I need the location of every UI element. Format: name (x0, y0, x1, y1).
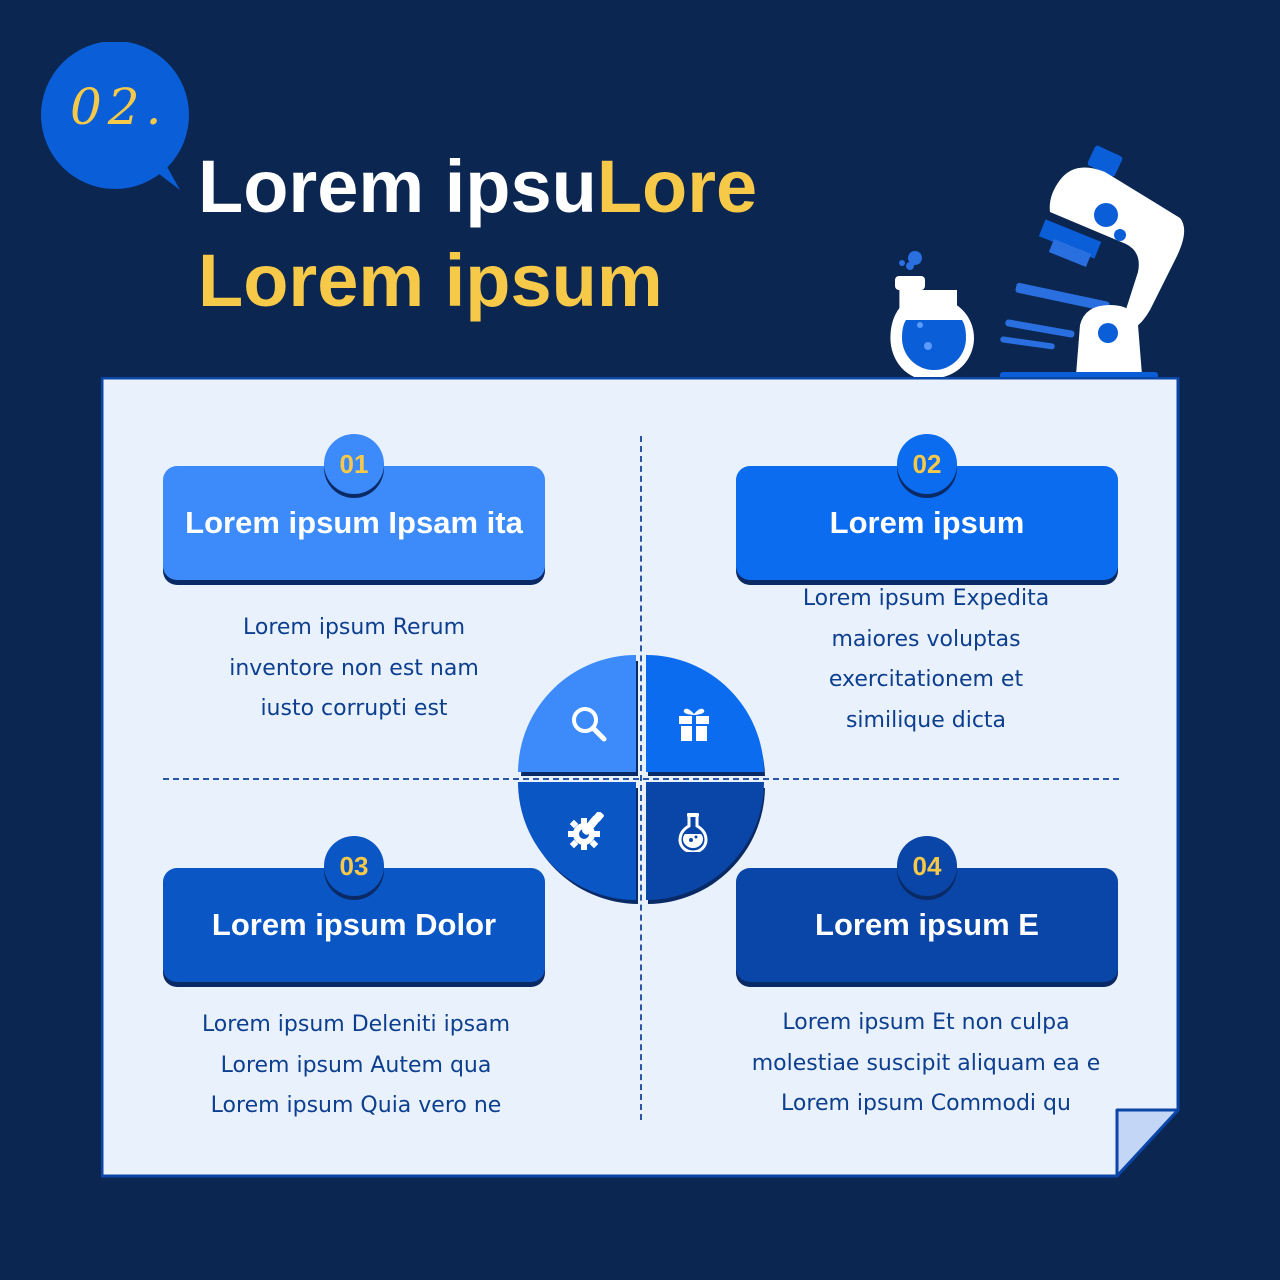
card-03: 03 Lorem ipsum Dolor (163, 836, 545, 982)
description-line: Lorem ipsum Rerum (242, 615, 465, 640)
gift-icon (674, 704, 714, 744)
description-line: Lorem ipsum Expedita (802, 586, 1050, 611)
card-title: Lorem ipsum Ipsam ita (185, 505, 523, 540)
flask-icon (673, 812, 713, 852)
card-01-description: Lorem ipsum Rerum inventore non est nam … (154, 608, 554, 730)
description-line: exercitationem et (828, 667, 1024, 692)
microscope-illustration-icon (1000, 145, 1185, 382)
description-line: iusto corrupti est (260, 696, 448, 721)
description-line: Lorem ipsum Et non culpa (782, 1010, 1070, 1035)
card-02: 02 Lorem ipsum (736, 434, 1118, 580)
center-quadrant-circle (515, 652, 767, 906)
quadrant-top-right (646, 655, 764, 772)
card-title: Lorem ipsum Dolor (211, 907, 497, 942)
step-badge (40, 41, 192, 194)
card-number-badge: 01 (324, 434, 384, 494)
card-title: Lorem ipsum (829, 505, 1025, 540)
horizontal-divider (163, 778, 1119, 780)
gear-brush-icon (567, 812, 607, 852)
card-01: 01 Lorem ipsum Ipsam ita (163, 434, 545, 580)
lab-illustration (890, 145, 1185, 382)
search-icon (569, 704, 609, 744)
card-02-description: Lorem ipsum Expedita maiores voluptas ex… (726, 579, 1126, 741)
description-line: Lorem ipsum Quia vero ne (210, 1093, 502, 1118)
description-line: Lorem ipsum Commodi qu (781, 1091, 1071, 1116)
card-number-badge: 04 (897, 836, 957, 896)
description-line: maiores voluptas (831, 626, 1021, 652)
title-part-yellow: Lore (596, 145, 758, 228)
description-line: inventore non est nam (229, 655, 479, 681)
card-03-description: Lorem ipsum Deleniti ipsam Lorem ipsum A… (156, 1005, 556, 1127)
step-badge-number: 02. (70, 78, 168, 136)
description-line: similique dicta (845, 707, 1007, 733)
flask-illustration-icon (890, 251, 974, 380)
card-number-badge: 02 (897, 434, 957, 494)
quadrant-shapes (518, 655, 765, 904)
title-part-white: Lorem ipsu (198, 145, 597, 228)
description-line: molestiae suscipit aliquam ea e (751, 1050, 1101, 1076)
description-line: Lorem ipsum Autem qua (220, 1052, 492, 1078)
card-title: Lorem ipsum E (815, 907, 1039, 942)
description-line: Lorem ipsum Deleniti ipsam (201, 1012, 511, 1037)
card-04: 04 Lorem ipsum E (736, 836, 1118, 982)
card-number-badge: 03 (324, 836, 384, 896)
title-line-two: Lorem ipsum (198, 239, 663, 322)
card-04-description: Lorem ipsum Et non culpa molestiae susci… (726, 1003, 1126, 1125)
speech-bubble-icon (41, 41, 189, 190)
page-title: Lorem ipsuLore Lorem ipsum (198, 140, 757, 328)
